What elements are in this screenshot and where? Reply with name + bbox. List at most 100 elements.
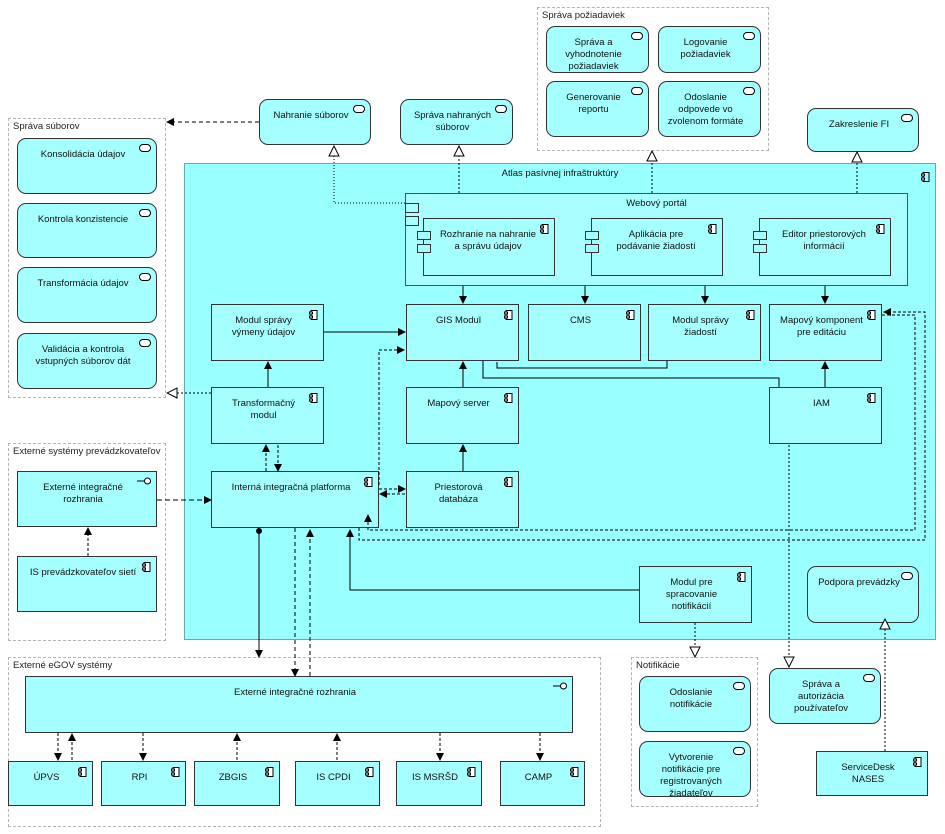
service-icon xyxy=(743,87,755,99)
node-label: Zakreslenie FI xyxy=(828,119,890,130)
mapovy-server-component[interactable]: Mapový server xyxy=(406,387,519,444)
node-label: Validácia a kontrola vstupných súborov d… xyxy=(35,344,131,367)
service-icon xyxy=(631,32,643,44)
transformacia-udajov-service[interactable]: Transformácia údajov xyxy=(17,267,157,323)
gis-modul-component[interactable]: GIS Modul xyxy=(406,304,519,361)
portal-port xyxy=(405,216,419,226)
is-cpdi-component[interactable]: IS CPDI xyxy=(295,761,380,806)
component-icon xyxy=(867,310,876,324)
rpi-component[interactable]: RPI xyxy=(101,761,186,806)
externe-integracne-rozhrania-interface[interactable]: Externé integračné rozhrania xyxy=(17,471,157,527)
mapovy-komponent-component[interactable]: Mapový komponent pre editáciu xyxy=(769,304,882,361)
modul-spravy-ziadosti-component[interactable]: Modul správy žiadostí xyxy=(648,304,761,361)
component-icon xyxy=(867,393,876,407)
node-label: Vytvorenie notifikácie pre registrovanýc… xyxy=(660,752,722,799)
zakreslenie-fi-service[interactable]: Zakreslenie FI xyxy=(807,108,919,152)
camp-component[interactable]: CAMP xyxy=(500,761,585,806)
component-icon xyxy=(540,224,549,238)
portal-port xyxy=(405,203,419,213)
node-label: Priestorová databáza xyxy=(434,482,483,505)
component-port xyxy=(753,244,767,253)
component-icon xyxy=(504,310,513,324)
component-icon xyxy=(504,477,513,491)
is-msrsd-component[interactable]: IS MSRŠD xyxy=(396,761,482,806)
upvs-component[interactable]: ÚPVS xyxy=(8,761,93,806)
component-icon xyxy=(142,562,151,576)
logovanie-service[interactable]: Logovanie požiadaviek xyxy=(658,26,761,73)
transformacny-modul-component[interactable]: Transformačný modul xyxy=(211,387,324,444)
sprava-vyhodnotenie-service[interactable]: Správa a vyhodnotenie požiadaviek xyxy=(546,26,649,73)
group-title: Správa súborov xyxy=(13,121,80,132)
priestorova-databaza-component[interactable]: Priestorová databáza xyxy=(406,471,519,528)
modul-notifikacii-component[interactable]: Modul pre spracovanie notifikácií xyxy=(639,566,752,623)
service-icon xyxy=(139,209,151,221)
zbgis-component[interactable]: ZBGIS xyxy=(194,761,280,806)
konsolidacia-service[interactable]: Konsolidácia údajov xyxy=(17,138,157,194)
component-icon xyxy=(570,767,579,781)
interface-icon xyxy=(553,682,567,694)
node-label: Mapový server xyxy=(427,398,490,409)
node-label: Aplikácia pre podávanie žiadostí xyxy=(616,229,696,252)
component-port xyxy=(585,244,599,253)
aplikacia-component[interactable]: Aplikácia pre podávanie žiadostí xyxy=(591,218,723,276)
component-icon xyxy=(708,224,717,238)
nahranie-suborov-service[interactable]: Nahranie súborov xyxy=(259,99,371,145)
service-icon xyxy=(733,747,745,759)
modul-spravy-vymeny-component[interactable]: Modul správy výmeny údajov xyxy=(211,304,324,361)
node-label: CAMP xyxy=(524,772,553,783)
component-icon xyxy=(365,767,374,781)
kontrola-konzistencie-service[interactable]: Kontrola konzistencie xyxy=(17,203,157,258)
node-label: Modul správy žiadostí xyxy=(672,315,729,338)
service-icon xyxy=(495,105,507,117)
is-prevadzkovatelov-component[interactable]: IS prevádzkovateľov sietí xyxy=(17,556,157,612)
node-label: Modul správy výmeny údajov xyxy=(231,315,296,338)
rozhranie-component[interactable]: Rozhranie na nahranie a správu údajov xyxy=(423,218,555,276)
node-label: Správa a vyhodnotenie požiadaviek xyxy=(565,37,622,72)
validacia-service[interactable]: Validácia a kontrola vstupných súborov d… xyxy=(17,333,157,389)
component-icon xyxy=(171,767,180,781)
component-icon xyxy=(504,393,513,407)
group-externe-systemy-prevadzkovatelov: Externé systémy prevádzkovateľov xyxy=(8,443,166,641)
sprava-autorizacia-service[interactable]: Správa a autorizácia používateľov xyxy=(769,668,881,724)
node-label: Odoslanie odpovede vo zvolenom formáte xyxy=(667,92,744,127)
component-icon xyxy=(746,310,755,324)
node-label: ÚPVS xyxy=(33,772,60,783)
service-icon xyxy=(353,105,365,117)
service-icon xyxy=(901,572,913,584)
component-icon xyxy=(309,393,318,407)
node-label: IAM xyxy=(813,398,830,409)
component-port xyxy=(585,231,599,240)
interna-integracna-platforma-component[interactable]: Interná integračná platforma xyxy=(211,471,379,528)
node-label: GIS Modul xyxy=(436,315,481,326)
node-label: Interná integračná platforma xyxy=(231,482,351,493)
sprava-nahranych-suborov-service[interactable]: Správa nahraných súborov xyxy=(400,99,513,145)
node-label: Nahranie súborov xyxy=(273,110,349,121)
node-label: IS CPDI xyxy=(316,772,351,783)
cms-component[interactable]: CMS xyxy=(528,304,641,361)
servicedesk-nases-component[interactable]: ServiceDesk NASES xyxy=(816,751,928,796)
podpora-prevadzky-service[interactable]: Podpora prevádzky xyxy=(807,566,919,623)
odoslanie-notifikacie-service[interactable]: Odoslanie notifikácie xyxy=(639,676,751,732)
vytvorenie-notifikacie-service[interactable]: Vytvorenie notifikácie pre registrovanýc… xyxy=(639,741,751,799)
node-label: Generovanie reportu xyxy=(566,92,621,115)
odoslanie-odpovede-service[interactable]: Odoslanie odpovede vo zvolenom formáte xyxy=(658,81,761,137)
service-icon xyxy=(863,674,875,686)
component-port xyxy=(417,244,431,253)
iam-component[interactable]: IAM xyxy=(769,387,882,444)
interface-icon xyxy=(137,477,151,489)
component-icon xyxy=(265,767,274,781)
component-icon xyxy=(921,169,930,187)
component-icon xyxy=(467,767,476,781)
group-title: Externé systémy prevádzkovateľov xyxy=(13,446,161,457)
node-label: Rozhranie na nahranie a správu údajov xyxy=(439,229,537,252)
externe-egov-rozhrania-interface[interactable]: Externé integračné rozhrania xyxy=(25,676,573,733)
node-label: Modul pre spracovanie notifikácií xyxy=(665,577,718,612)
generovanie-reportu-service[interactable]: Generovanie reportu xyxy=(546,81,649,137)
editor-component[interactable]: Editor priestorových informácií xyxy=(759,218,891,276)
component-icon xyxy=(309,310,318,324)
service-icon xyxy=(139,273,151,285)
node-label: Transformačný modul xyxy=(232,398,295,421)
node-label: Správa nahraných súborov xyxy=(413,110,492,133)
node-label: IS MSRŠD xyxy=(412,772,458,783)
